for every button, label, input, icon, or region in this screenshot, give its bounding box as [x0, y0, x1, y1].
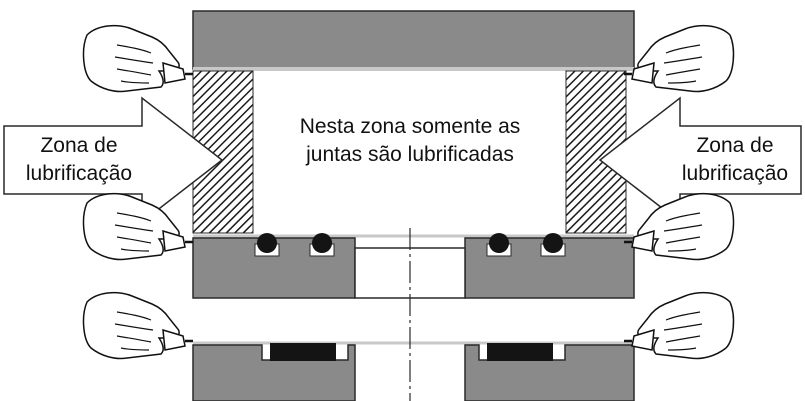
hand-grease-gun-icon: [622, 291, 735, 360]
bottom-block-right: [464, 344, 635, 401]
center-label-line1: Nesta zona somente as: [300, 115, 521, 138]
o-ring-seal: [489, 233, 509, 253]
hand-grease-gun-icon: [82, 192, 195, 261]
right-zone-label-line1: Zona de: [696, 134, 773, 157]
hand-grease-gun-icon: [622, 192, 735, 261]
hand-grease-gun-icon: [622, 24, 735, 93]
hand-grease-gun-icon: [82, 24, 195, 93]
o-ring-seal: [312, 233, 332, 253]
bottom-block-left: [192, 344, 356, 401]
o-ring-seal: [257, 233, 277, 253]
left-zone-label-line1: Zona de: [40, 134, 117, 157]
right-zone-label-line2: lubrificação: [682, 162, 788, 185]
o-ring-seal: [543, 233, 563, 253]
left-hollow-arrow: [3, 96, 224, 224]
center-label-line2: juntas são lubrificadas: [305, 143, 514, 166]
flat-seal: [487, 343, 553, 361]
flat-seal: [270, 343, 336, 361]
left-zone-label-line2: lubrificação: [26, 162, 132, 185]
hand-grease-gun-icon: [82, 291, 195, 360]
top-plate: [192, 10, 635, 70]
right-hollow-arrow: [598, 96, 802, 224]
